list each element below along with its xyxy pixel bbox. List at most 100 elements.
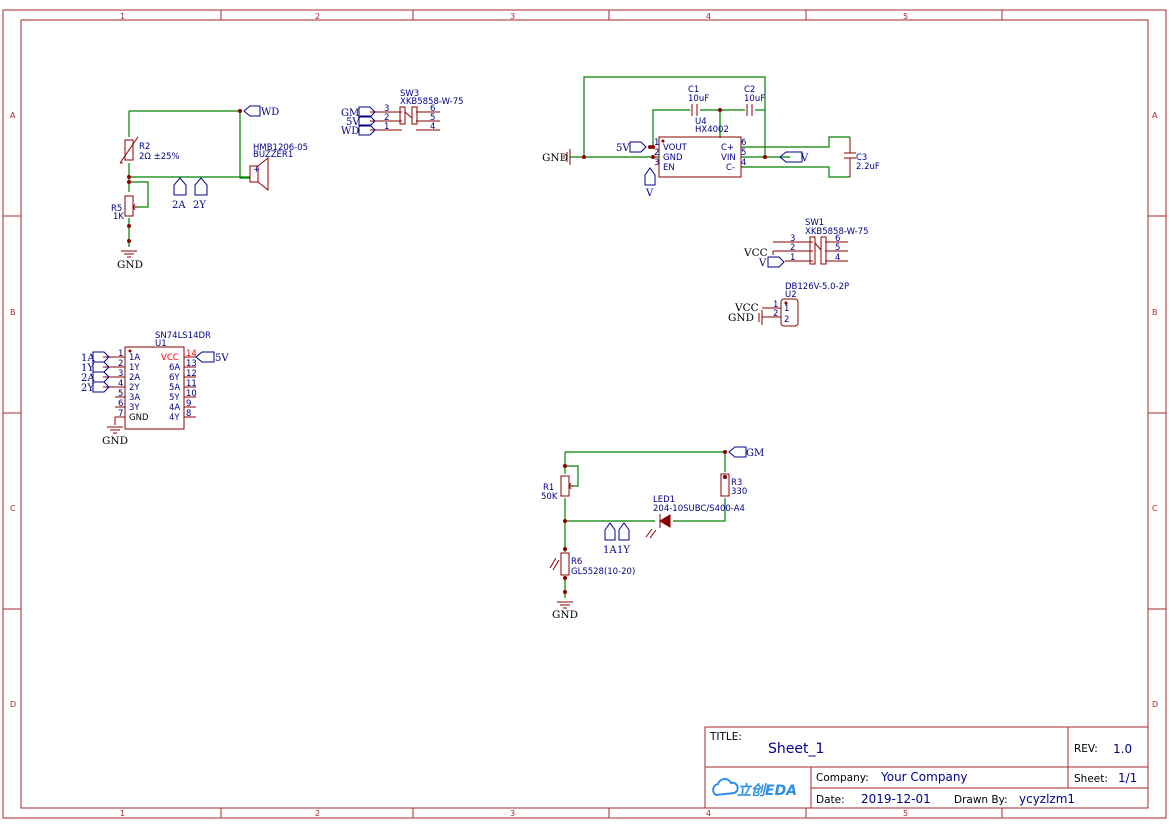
net-v-label-sw1: V: [758, 258, 767, 269]
u4-ref: U4: [695, 117, 707, 127]
r6-value: GL5528(10-20): [571, 567, 635, 577]
zone-labels: 1 2 3 4 5 1 2 3 4 5 A B C D A B C D: [10, 12, 1158, 818]
u4-pin-vout: VOUT: [663, 143, 688, 153]
net-v-label-vin: V: [800, 153, 809, 164]
r5-body: [124, 195, 134, 217]
r2-ref: R2: [139, 142, 150, 152]
u1-num-9: 9: [186, 399, 191, 409]
net-flag-gm-sw3: [358, 106, 376, 118]
net-wd-label: WD: [261, 107, 279, 118]
net-1y-label-u1: 1Y: [81, 363, 94, 374]
zone-row-a-left: A: [10, 111, 16, 120]
zone-col-1-bottom: 1: [120, 809, 125, 818]
sw3-pin-4: 4: [430, 122, 435, 132]
u1-num-7: 7: [118, 409, 123, 419]
gnd-label-u4: GND: [542, 152, 568, 164]
sheet-value: 1/1: [1118, 771, 1137, 785]
net-2a-label-u1: 2A: [81, 373, 95, 384]
u1-pin-1y: 1Y: [129, 363, 140, 373]
u4-num-1: 1: [654, 138, 659, 148]
r3-value: 330: [731, 487, 747, 497]
gnd-label-ldr: GND: [552, 609, 578, 621]
net-2y-label-u1: 2Y: [81, 383, 94, 394]
zone-col-5-bottom: 5: [903, 809, 908, 818]
zone-col-2-bottom: 2: [315, 809, 320, 818]
sw1-pin-4: 4: [835, 253, 840, 263]
buzzer-value: BUZZER1: [253, 150, 293, 160]
zone-dividers: [3, 10, 1166, 818]
buzzer: HMB1206-05 BUZZER1 +: [249, 143, 308, 192]
net-1a-label-u1: 1A: [81, 353, 95, 364]
sw1-pin-5: 5: [835, 243, 840, 253]
sw1-value: XKB5858-W-75: [805, 227, 869, 237]
r2-body: [124, 139, 134, 161]
net-flag-v-vin: [779, 151, 803, 163]
c2-ref: C2: [744, 85, 755, 95]
u4-pin-cplus: C+: [721, 143, 734, 153]
u1-num-13: 13: [186, 359, 197, 369]
sw1-pin-3: 3: [790, 234, 795, 244]
u1-num-10: 10: [186, 389, 197, 399]
net-flag-5v-u1: [195, 351, 215, 363]
inner-frame: [20, 19, 1149, 809]
u1-pin-2a: 2A: [129, 373, 140, 383]
net-flag-wd-sw3: [358, 124, 376, 136]
u4-pin-vin: VIN: [721, 153, 736, 163]
sheet-title: Sheet_1: [768, 741, 824, 757]
u1-ref: U1: [155, 339, 167, 349]
net-flag-1y: [618, 522, 630, 541]
u1-pin-6y: 6Y: [169, 373, 180, 383]
u1-pin-3y: 3Y: [129, 403, 140, 413]
u4-pin-en: EN: [663, 163, 675, 173]
u1-num-2: 2: [118, 359, 123, 369]
rev-value: 1.0: [1113, 742, 1132, 756]
sw3-pin-5: 5: [430, 113, 435, 123]
u1-inverter: SN74LS14DR U1 1A 1Y 2A 2Y 3A 3Y GND VCC …: [81, 331, 229, 447]
c2-value: 10uF: [744, 94, 765, 104]
sheet-label: Sheet:: [1074, 773, 1108, 785]
net-flag-wd: WD: [243, 105, 279, 118]
u1-value: SN74LS14DR: [155, 331, 211, 341]
u1-num-14: 14: [186, 349, 197, 359]
r5-ref: R5: [111, 204, 122, 214]
net-flag-gm-led: [728, 446, 747, 458]
gnd-symbol-u4: GND: [542, 149, 571, 165]
led1-value: 204-10SUBC/S400-A4: [653, 504, 745, 514]
outer-frame: [2, 9, 1167, 819]
zone-col-2-top: 2: [315, 12, 320, 21]
zone-col-3-bottom: 3: [510, 809, 515, 818]
r5-value: 1K: [113, 212, 124, 222]
c3-value: 2.2uF: [856, 162, 880, 172]
r1-value: 50K: [541, 492, 558, 502]
sw3-ref: SW3: [400, 89, 419, 99]
u2-value: DB126V-5.0-2P: [785, 282, 849, 292]
net-flag-v-sw1: [767, 256, 785, 268]
u1-pin-5a: 5A: [169, 383, 180, 393]
net-vcc-label-sw1: VCC: [743, 247, 768, 259]
net-5v-label-u4: 5V: [616, 143, 630, 154]
u4-num-2: 2: [654, 148, 659, 158]
zone-row-d-right: D: [1152, 700, 1158, 709]
u4-num-5: 5: [741, 148, 746, 158]
sw3-pin-1: 1: [384, 122, 389, 132]
u1-body: [124, 346, 185, 430]
net-v-label-en: V: [645, 188, 654, 199]
net-flag-1a: [604, 522, 616, 541]
rev-label: REV:: [1074, 743, 1098, 755]
net-5v-label-u1: 5V: [215, 353, 229, 364]
sw1-ref: SW1: [805, 218, 824, 228]
u2-connector: DB126V-5.0-2P U2 1 2 1 2 VCC GND: [728, 282, 849, 327]
u2-pin-1: 1: [773, 300, 778, 310]
title-label: TITLE:: [709, 731, 742, 743]
u4-body: [658, 136, 742, 178]
u1-pin-gnd: GND: [129, 413, 149, 423]
net-1a-label: 1A: [603, 545, 617, 556]
buzzer-ref: HMB1206-05: [253, 143, 308, 153]
c1-value: 10uF: [688, 94, 709, 104]
gnd-label-u2: GND: [728, 312, 754, 324]
u1-num-3: 3: [118, 369, 123, 379]
u1-num-6: 6: [118, 399, 123, 409]
zone-col-4-bottom: 4: [706, 809, 711, 818]
zone-col-1-top: 1: [120, 12, 125, 21]
